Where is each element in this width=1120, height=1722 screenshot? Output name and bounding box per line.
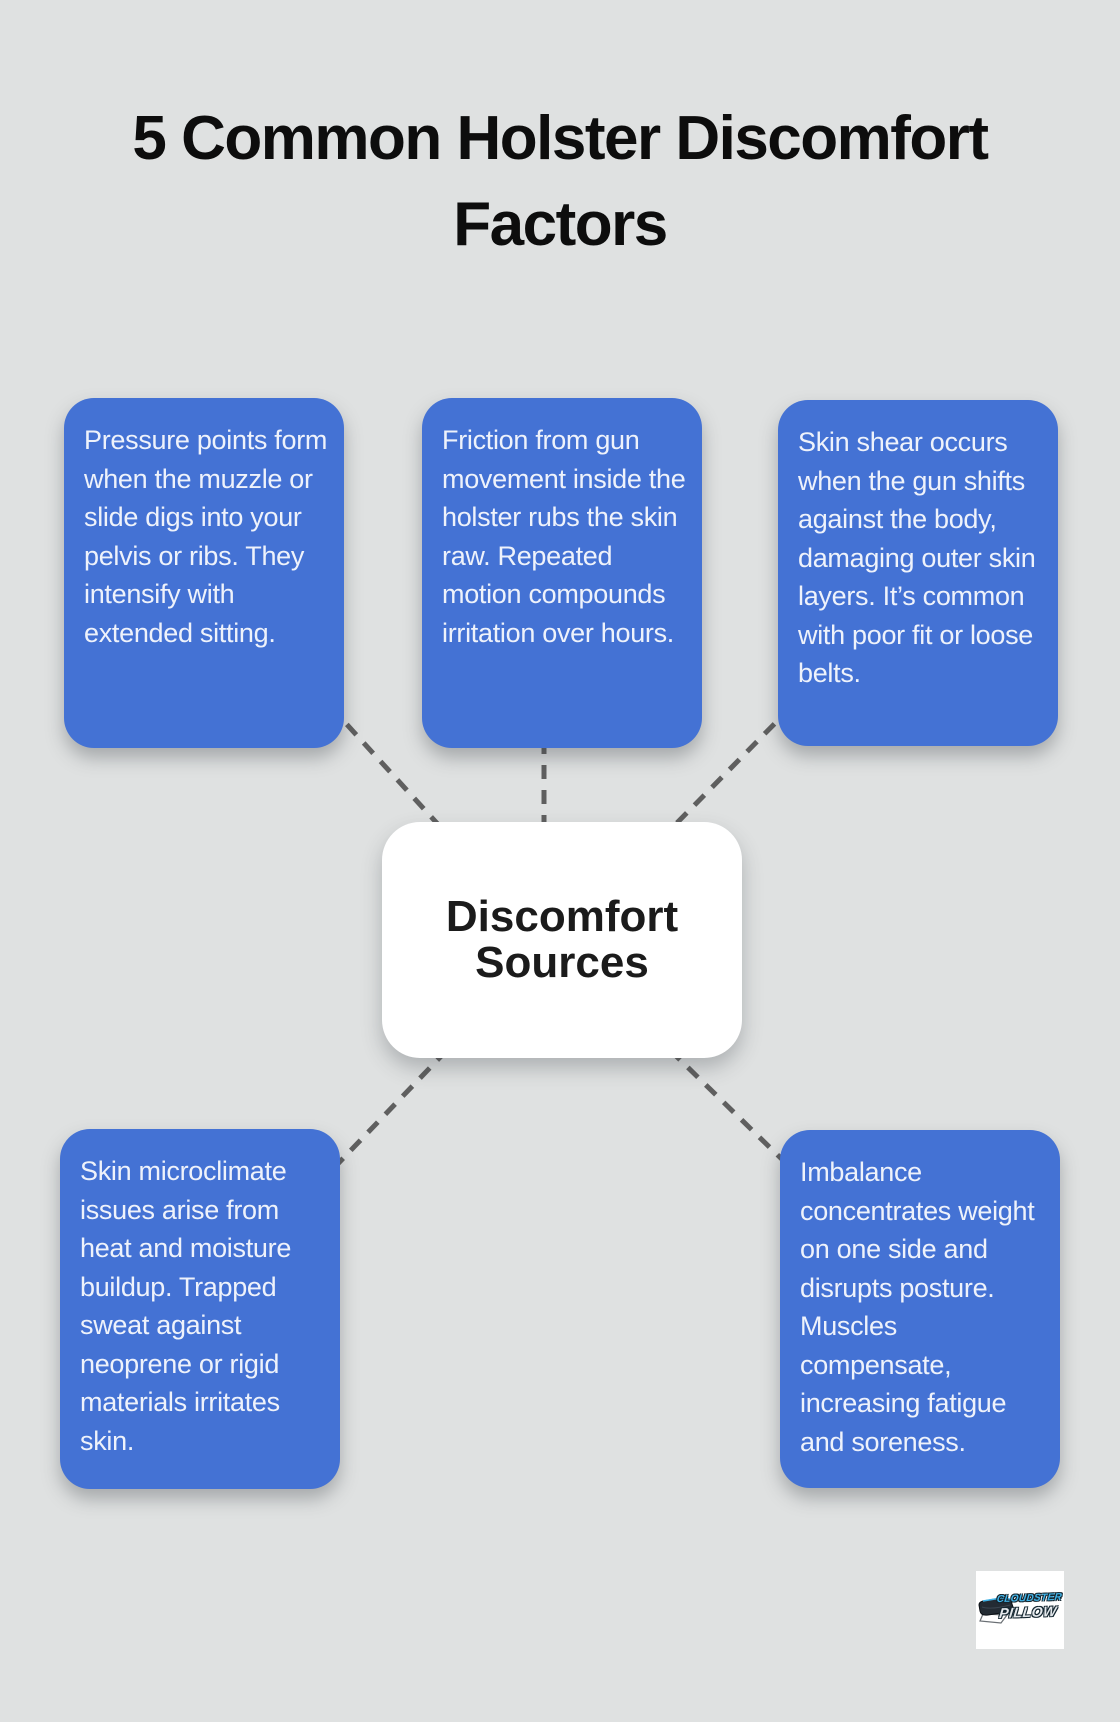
center-node-line1: Discomfort bbox=[445, 892, 679, 941]
connector-imbalance bbox=[668, 1048, 797, 1174]
factor-text-pressure-points: Pressure points form when the muzzle or … bbox=[84, 425, 328, 648]
brand-name-pillow: PILLOW bbox=[998, 1602, 1058, 1621]
factor-text-skin-shear: Skin shear occurs when the gun shifts ag… bbox=[798, 427, 1036, 688]
factor-card-pressure-points: Pressure points form when the muzzle or … bbox=[64, 398, 344, 748]
factor-card-skin-microclimate: Skin microclimate issues arise from heat… bbox=[60, 1129, 340, 1489]
brand-logo: CLOUDSTER PILLOW bbox=[976, 1571, 1064, 1649]
factor-text-friction: Friction from gun movement inside the ho… bbox=[442, 425, 686, 648]
pillow-icon bbox=[978, 1597, 1014, 1624]
connector-skin-microclimate bbox=[328, 1048, 449, 1174]
factor-card-friction: Friction from gun movement inside the ho… bbox=[422, 398, 702, 748]
factor-text-skin-microclimate: Skin microclimate issues arise from heat… bbox=[80, 1156, 292, 1456]
center-node-line2: Sources bbox=[475, 938, 649, 987]
page-title-line2: Factors bbox=[453, 190, 668, 259]
factor-card-skin-shear: Skin shear occurs when the gun shifts ag… bbox=[778, 400, 1058, 746]
brand-logo-text: CLOUDSTER PILLOW bbox=[995, 1592, 1062, 1621]
page-title-line1: 5 Common Holster Discomfort bbox=[132, 104, 989, 173]
center-node-discomfort-sources: Discomfort Sources bbox=[382, 822, 742, 1058]
factor-card-imbalance: Imbalance concentrates weight on one sid… bbox=[780, 1130, 1060, 1488]
factor-text-imbalance: Imbalance concentrates weight on one sid… bbox=[800, 1157, 1035, 1457]
